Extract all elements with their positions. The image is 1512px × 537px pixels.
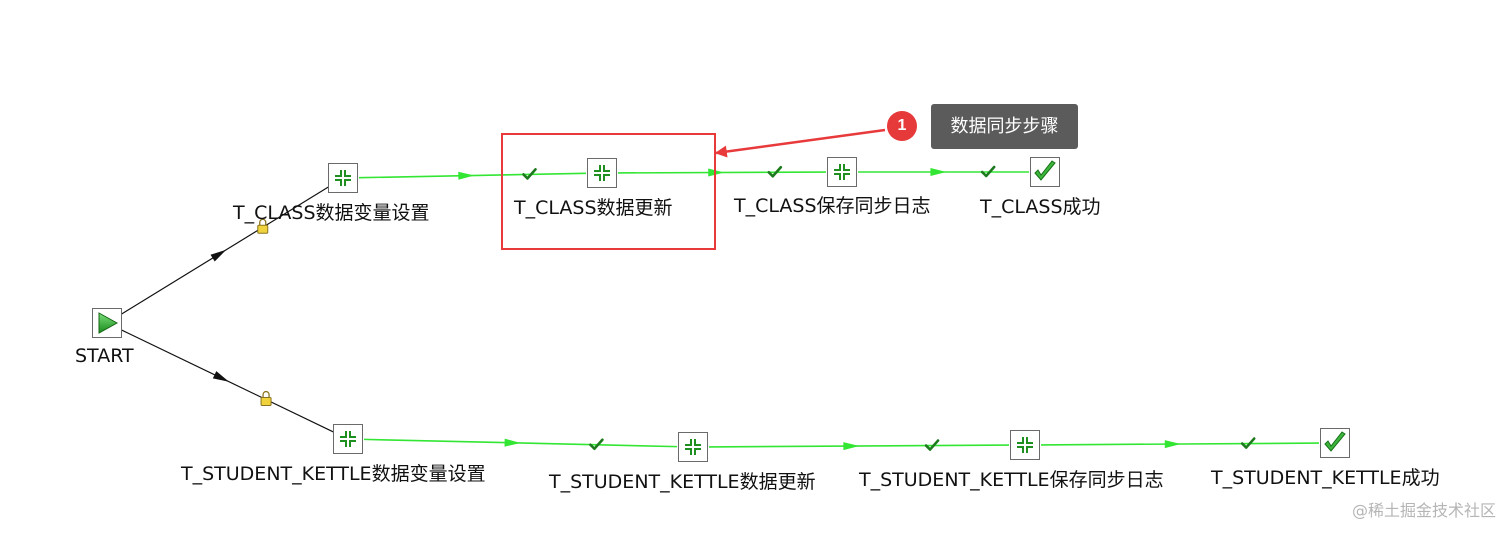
hop-arrowhead [210,249,227,262]
check-icon [980,165,996,178]
check-icon [924,439,940,451]
start-play-icon [93,309,121,337]
callout-tag: 数据同步步骤 [931,104,1078,149]
check-icon [767,165,783,178]
node-label-student-update: T_STUDENT_KETTLE数据更新 [549,471,816,493]
node-student-log[interactable] [1010,430,1040,460]
node-label-class-success: T_CLASS成功 [980,196,1101,218]
transform-step-icon [334,425,362,453]
transform-step-icon [329,164,357,192]
check-icon [589,438,604,451]
node-label-class-log: T_CLASS保存同步日志 [734,195,931,217]
node-label-student-log: T_STUDENT_KETTLE保存同步日志 [859,469,1164,491]
node-label-class-vars: T_CLASS数据变量设置 [233,202,430,224]
hop-arrowhead [708,168,725,177]
check-icon [522,168,537,180]
transform-step-icon [679,433,707,461]
lock-icon [260,390,272,407]
node-student-vars[interactable] [333,424,363,454]
node-class-log[interactable] [827,157,857,187]
transform-step-icon [828,158,856,186]
hop-arrowhead [843,442,860,451]
hop-arrowhead [212,371,229,382]
callout-pointer-arrow [714,128,886,158]
node-class-success[interactable] [1030,157,1060,187]
node-label-student-vars: T_STUDENT_KETTLE数据变量设置 [181,463,486,485]
node-start[interactable] [92,308,122,338]
hop-arrowhead [1164,440,1181,449]
success-check-icon [1321,429,1349,457]
node-student-success[interactable] [1320,428,1350,458]
hop-arrowhead [504,438,521,447]
node-label-student-success: T_STUDENT_KETTLE成功 [1211,467,1440,489]
node-student-update[interactable] [678,432,708,462]
hop-arrowhead [458,171,475,180]
node-label-start: START [75,345,134,367]
transform-step-icon [588,159,616,187]
callout-badge: 1 [887,111,917,141]
hop-arrowhead [930,168,947,176]
node-label-class-update: T_CLASS数据更新 [514,197,673,219]
lock-icon [257,218,269,234]
highlight-box [501,133,716,250]
watermark: @稀土掘金技术社区 [1351,501,1496,520]
node-class-vars[interactable] [328,163,358,193]
transform-step-icon [1011,431,1039,459]
check-icon [1240,437,1256,449]
success-check-icon [1031,158,1059,186]
node-class-update[interactable] [587,158,617,188]
